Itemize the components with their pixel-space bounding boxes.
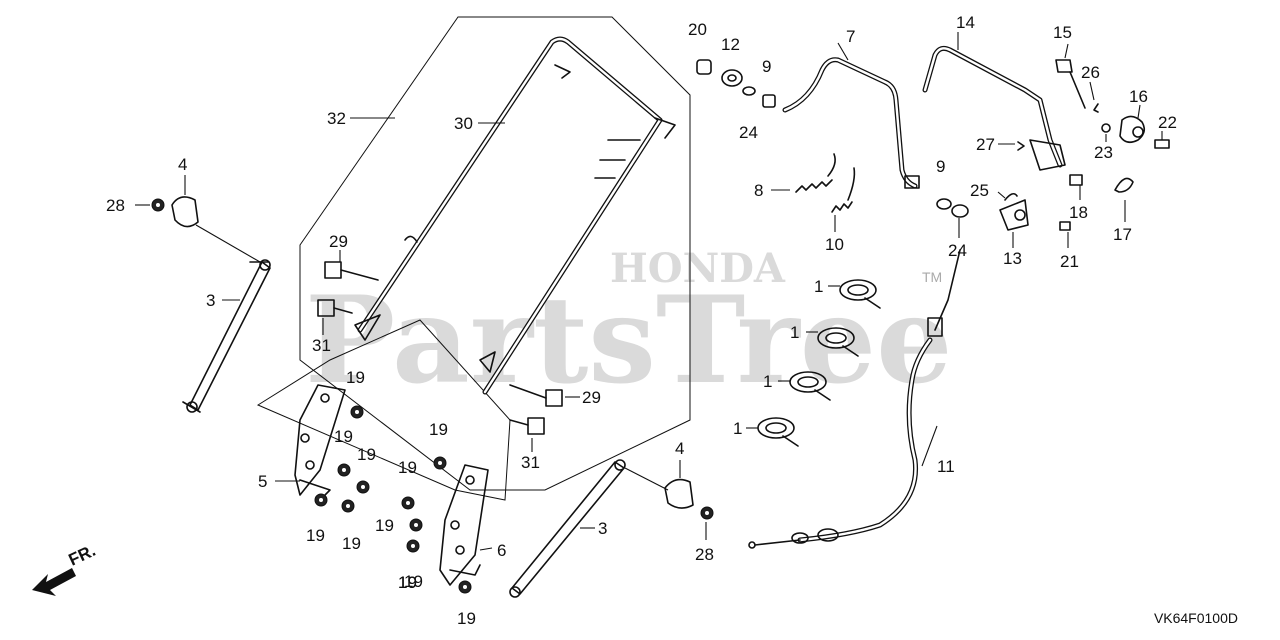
lower-rod-left bbox=[182, 259, 271, 413]
callout-16: 16 bbox=[1129, 87, 1148, 106]
callout-14: 14 bbox=[956, 13, 975, 32]
callout-29: 29 bbox=[582, 388, 601, 407]
callout-6: 6 bbox=[497, 541, 506, 560]
diagram-code: VK64F0100D bbox=[1153, 610, 1238, 626]
callout-19: 19 bbox=[398, 573, 417, 592]
callout-9: 9 bbox=[936, 157, 945, 176]
bracket-right bbox=[439, 464, 489, 586]
handle-upper bbox=[354, 36, 676, 395]
callout-8: 8 bbox=[754, 181, 763, 200]
nuts bbox=[151, 198, 714, 594]
leader-lines bbox=[135, 32, 1163, 551]
callout-24: 24 bbox=[948, 241, 967, 260]
watermark-tm: TM bbox=[922, 269, 942, 285]
lower-rod-right bbox=[509, 459, 626, 598]
callout-13: 13 bbox=[1003, 249, 1022, 268]
callout-28: 28 bbox=[695, 545, 714, 564]
bail-bar bbox=[922, 45, 1066, 171]
callout-25: 25 bbox=[970, 181, 989, 200]
callout-12: 12 bbox=[721, 35, 740, 54]
callout-31: 31 bbox=[312, 336, 331, 355]
callout-31: 31 bbox=[521, 453, 540, 472]
callout-4: 4 bbox=[178, 155, 187, 174]
callout-4: 4 bbox=[675, 439, 684, 458]
callout-19: 19 bbox=[342, 534, 361, 553]
watermark-text: PartsTree bbox=[305, 270, 952, 411]
callout-18: 18 bbox=[1069, 203, 1088, 222]
callout-19: 19 bbox=[346, 368, 365, 387]
callout-10: 10 bbox=[825, 235, 844, 254]
callout-1: 1 bbox=[790, 323, 799, 342]
callout-30: 30 bbox=[454, 114, 473, 133]
callout-27: 27 bbox=[976, 135, 995, 154]
callout-19: 19 bbox=[429, 420, 448, 439]
callout-20: 20 bbox=[688, 20, 707, 39]
callout-28: 28 bbox=[106, 196, 125, 215]
callout-11: 11 bbox=[937, 457, 955, 476]
callout-19: 19 bbox=[404, 572, 423, 591]
callout-21: 21 bbox=[1060, 252, 1079, 271]
callout-29: 29 bbox=[329, 232, 348, 251]
callout-22: 22 bbox=[1158, 113, 1177, 132]
callout-15: 15 bbox=[1053, 23, 1072, 42]
cable-clips bbox=[757, 279, 881, 447]
callout-19: 19 bbox=[375, 516, 394, 535]
callout-7: 7 bbox=[846, 27, 855, 46]
control-cable bbox=[748, 249, 961, 549]
callout-19: 19 bbox=[398, 573, 417, 592]
callout-1: 1 bbox=[733, 419, 742, 438]
callout-26: 26 bbox=[1081, 63, 1100, 82]
control-rod bbox=[782, 57, 920, 189]
callout-17: 17 bbox=[1113, 225, 1132, 244]
callout-3: 3 bbox=[598, 519, 607, 538]
callout-19: 19 bbox=[357, 445, 376, 464]
callout-1: 1 bbox=[763, 372, 772, 391]
knob-left bbox=[171, 196, 261, 263]
callout-labels: 1 1 1 1 3 3 4 4 5 6 7 8 9 9 10 11 12 13 … bbox=[106, 13, 1177, 628]
callout-1: 1 bbox=[814, 277, 823, 296]
handle-kit-outline bbox=[299, 16, 691, 491]
callout-19: 19 bbox=[457, 609, 476, 628]
springs bbox=[795, 153, 856, 213]
callout-9: 9 bbox=[762, 57, 771, 76]
callout-19: 19 bbox=[334, 427, 353, 446]
callout-19: 19 bbox=[306, 526, 325, 545]
callout-24: 24 bbox=[739, 123, 758, 142]
watermark-brand: HONDA bbox=[610, 245, 786, 292]
knob-right bbox=[624, 467, 694, 509]
small-parts-top bbox=[696, 59, 776, 108]
callout-32: 32 bbox=[327, 109, 346, 128]
callout-19: 19 bbox=[398, 458, 417, 477]
callout-23: 23 bbox=[1094, 143, 1113, 162]
bolts bbox=[317, 261, 563, 435]
front-arrow-label: FR. bbox=[66, 541, 99, 570]
callout-5: 5 bbox=[258, 472, 267, 491]
callout-3: 3 bbox=[206, 291, 215, 310]
front-arrow: FR. bbox=[32, 541, 99, 596]
